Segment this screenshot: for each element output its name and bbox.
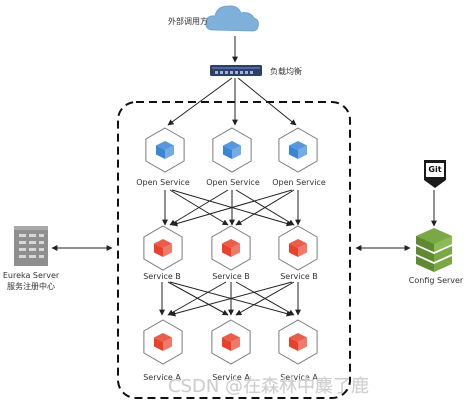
cube-icon bbox=[223, 141, 241, 159]
service-a-node-3 bbox=[278, 319, 318, 365]
cube-icon bbox=[222, 239, 240, 257]
cube-icon bbox=[289, 333, 307, 351]
service-a-label-1: Service A bbox=[143, 373, 181, 382]
open-service-label-2: Open Service bbox=[206, 178, 260, 187]
connection-lines bbox=[51, 36, 437, 317]
service-cluster-boundary bbox=[117, 101, 351, 399]
open-service-node-1 bbox=[145, 127, 185, 173]
edge-lb-open-3 bbox=[237, 77, 297, 126]
service-a-node-2 bbox=[211, 319, 251, 365]
edge-b3-a1 bbox=[169, 281, 293, 317]
watermark: CSDN @在森林中麋了鹿 bbox=[168, 376, 370, 397]
service-b-node-3 bbox=[278, 225, 318, 271]
service-b-label-3: Service B bbox=[280, 272, 318, 281]
external-caller-label: 外部调用方 bbox=[168, 17, 208, 26]
eureka-label-line2: 服务注册中心 bbox=[7, 282, 55, 291]
load-balancer-label: 负载均衡 bbox=[270, 67, 302, 76]
cube-icon bbox=[154, 333, 172, 351]
service-b-node-2 bbox=[211, 225, 251, 271]
open-service-label-3: Open Service bbox=[272, 178, 326, 187]
cube-icon bbox=[156, 141, 174, 159]
config-server-label: Config Server bbox=[408, 276, 464, 285]
service-nodes bbox=[143, 127, 318, 365]
open-service-label-1: Open Service bbox=[136, 178, 190, 187]
service-b-label-1: Service B bbox=[143, 272, 181, 281]
edge-b2-a1 bbox=[167, 281, 227, 316]
service-a-node-1 bbox=[143, 319, 183, 365]
load-balancer-icon bbox=[210, 65, 262, 76]
edge-o2-b1 bbox=[169, 189, 229, 226]
edge-o3-b1 bbox=[171, 189, 293, 227]
open-service-node-2 bbox=[212, 127, 252, 173]
eureka-label-line1: Eureka Server bbox=[2, 271, 60, 280]
service-a-label-2: Service A bbox=[212, 373, 250, 382]
edge-o3-b2 bbox=[235, 189, 295, 226]
cube-icon bbox=[222, 333, 240, 351]
cloud-icon bbox=[205, 5, 259, 32]
cube-icon bbox=[289, 239, 307, 257]
git-icon bbox=[424, 160, 446, 188]
service-a-label-3: Service A bbox=[280, 373, 318, 382]
service-b-label-2: Service B bbox=[212, 272, 250, 281]
cube-icon bbox=[154, 239, 172, 257]
config-server-icon bbox=[416, 228, 452, 272]
edge-lb-open-1 bbox=[167, 77, 233, 126]
edge-b3-a2 bbox=[235, 281, 295, 316]
service-b-node-1 bbox=[143, 225, 183, 271]
cube-icon bbox=[289, 141, 307, 159]
open-service-node-3 bbox=[278, 127, 318, 173]
eureka-server-icon bbox=[14, 226, 48, 266]
git-label: Git bbox=[428, 165, 442, 174]
